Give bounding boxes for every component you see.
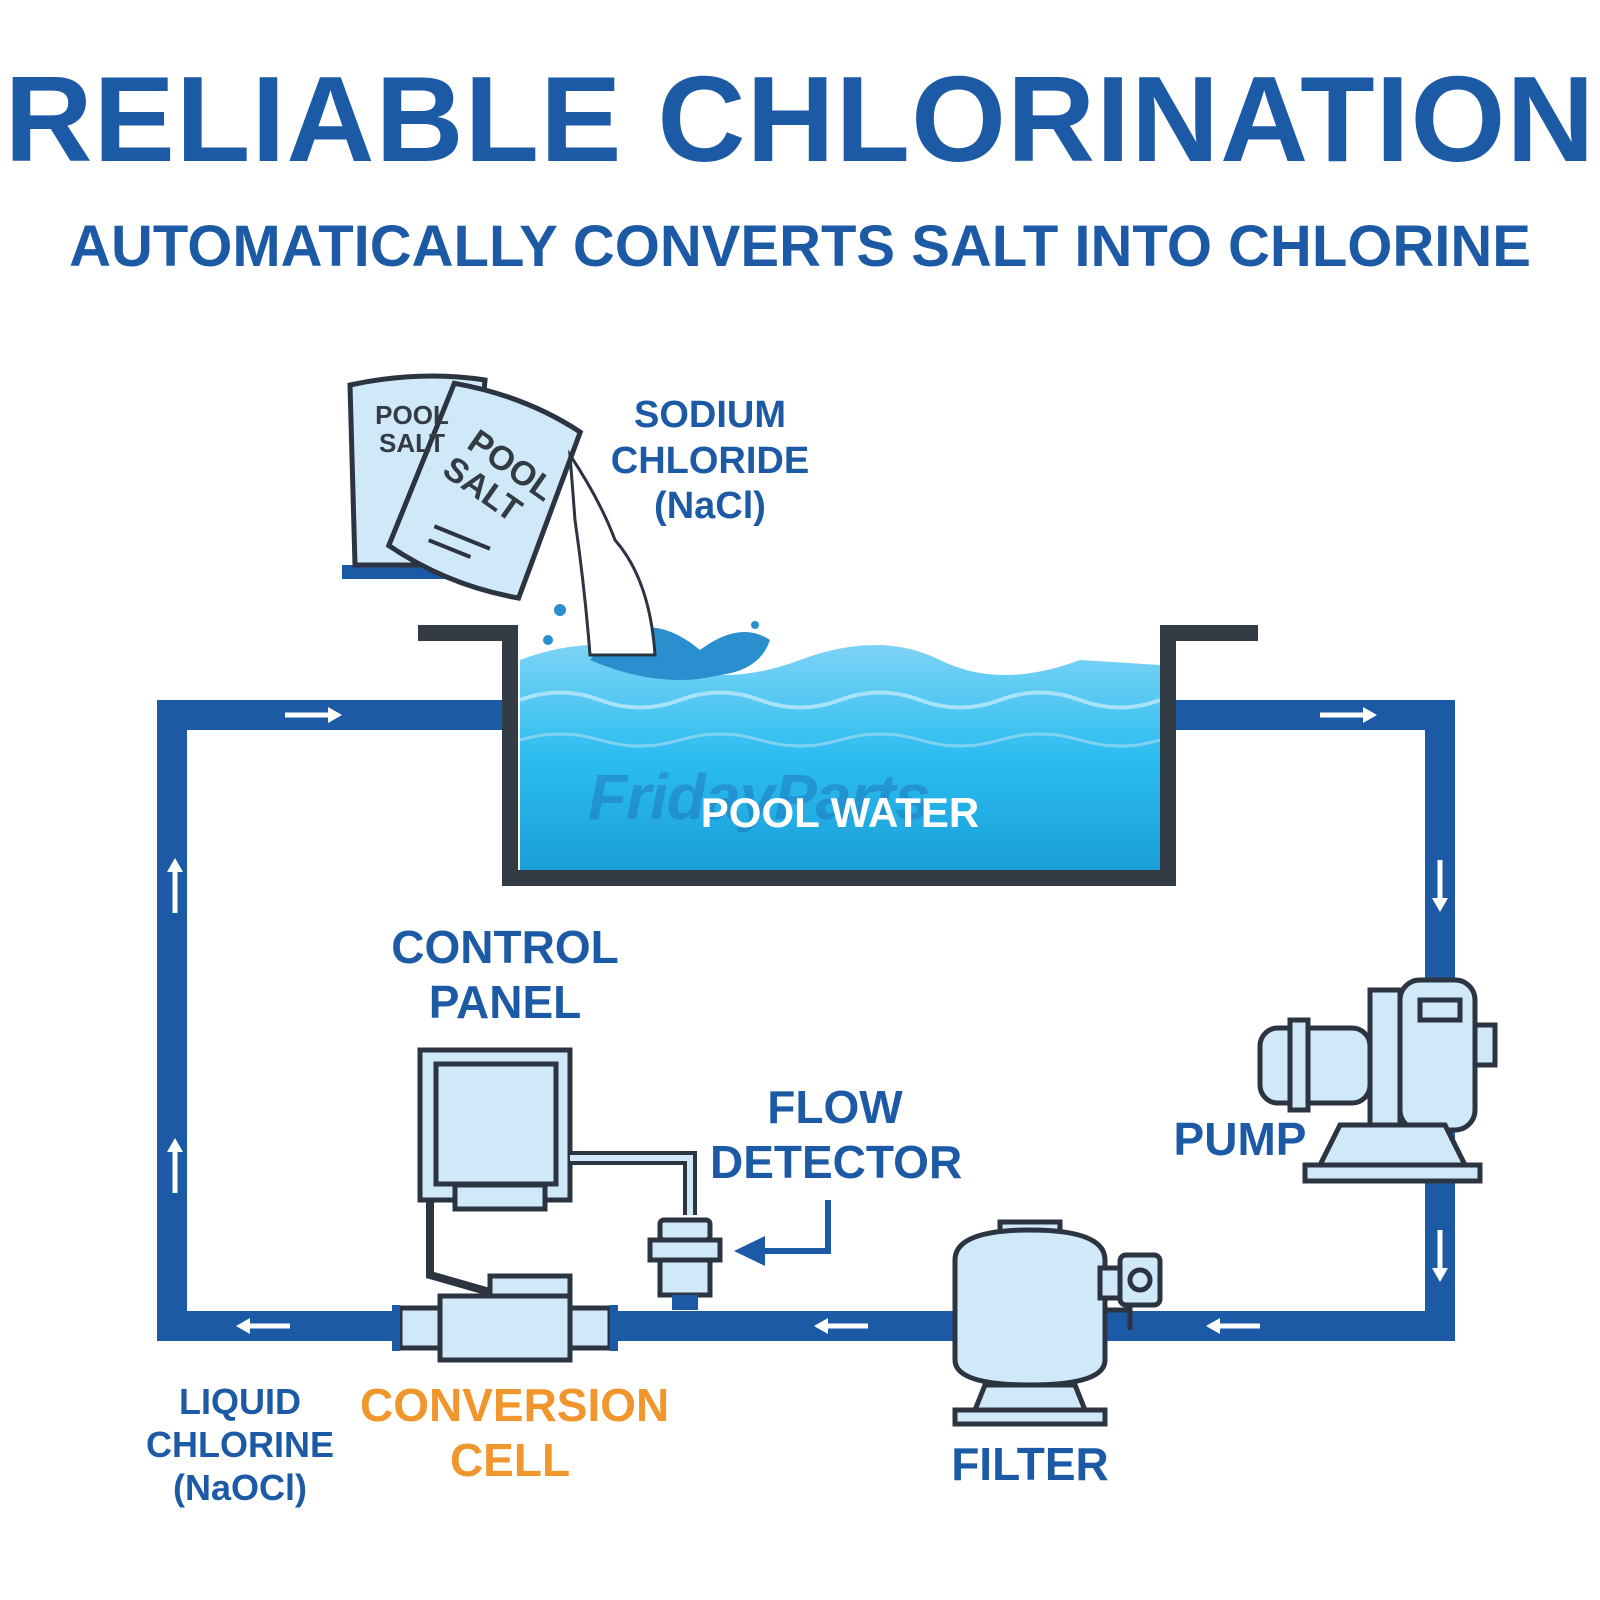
- label-line: LIQUID: [179, 1381, 301, 1422]
- label-line: PANEL: [428, 976, 582, 1029]
- flow-arrow-icon: [167, 707, 1448, 1334]
- filter-label: FILTER: [951, 1438, 1109, 1490]
- sodium-chloride-label: SODIUM CHLORIDE (NaCl): [600, 393, 820, 530]
- salt-bag-icon: [385, 380, 584, 601]
- label-line: DETECTOR: [710, 1136, 963, 1189]
- pump-label: PUMP: [1173, 1113, 1307, 1165]
- control-panel-icon: [417, 1047, 697, 1299]
- svg-text:SALT: SALT: [379, 428, 445, 458]
- page-subtitle: AUTOMATICALLY CONVERTS SALT INTO CHLORIN…: [69, 214, 1531, 279]
- pipe-loop: [157, 700, 1455, 1341]
- pool-water-label: POOL WATER: [700, 789, 980, 836]
- label-line: (NaCl): [654, 485, 766, 528]
- label-line: (NaOCl): [173, 1467, 307, 1509]
- label-line: FLOW: [767, 1081, 903, 1133]
- liquid-chlorine-label: LIQUID CHLORINE (NaOCl): [140, 1380, 340, 1510]
- flow-detector-pointer: [734, 1200, 831, 1266]
- salt-bags: [342, 373, 657, 657]
- bag1-text: POOL SALT: [375, 400, 449, 458]
- control-panel-label: CONTROL PANEL: [380, 920, 630, 1030]
- svg-text:POOL: POOL: [375, 400, 449, 430]
- pump-icon: [1257, 977, 1498, 1184]
- label-line: CONTROL: [391, 921, 619, 973]
- label-line: CHLORIDE: [610, 439, 810, 482]
- label-line: SODIUM: [634, 394, 786, 436]
- label-line: CONVERSION: [360, 1379, 670, 1431]
- label-line: CHLORINE: [146, 1424, 334, 1466]
- flow-detector-label: FLOW DETECTOR: [710, 1080, 963, 1190]
- conversion-cell-icon: [392, 1273, 618, 1363]
- filter-icon: [952, 1219, 1163, 1427]
- label-line: CELL: [449, 1434, 571, 1487]
- pool-basin: [418, 604, 1258, 886]
- page-title: RELIABLE CHLORINATION: [4, 51, 1596, 187]
- flow-detector-icon: [647, 1217, 723, 1310]
- watermark: FridayParts: [588, 761, 930, 833]
- conversion-cell-label: CONVERSION CELL: [360, 1378, 670, 1488]
